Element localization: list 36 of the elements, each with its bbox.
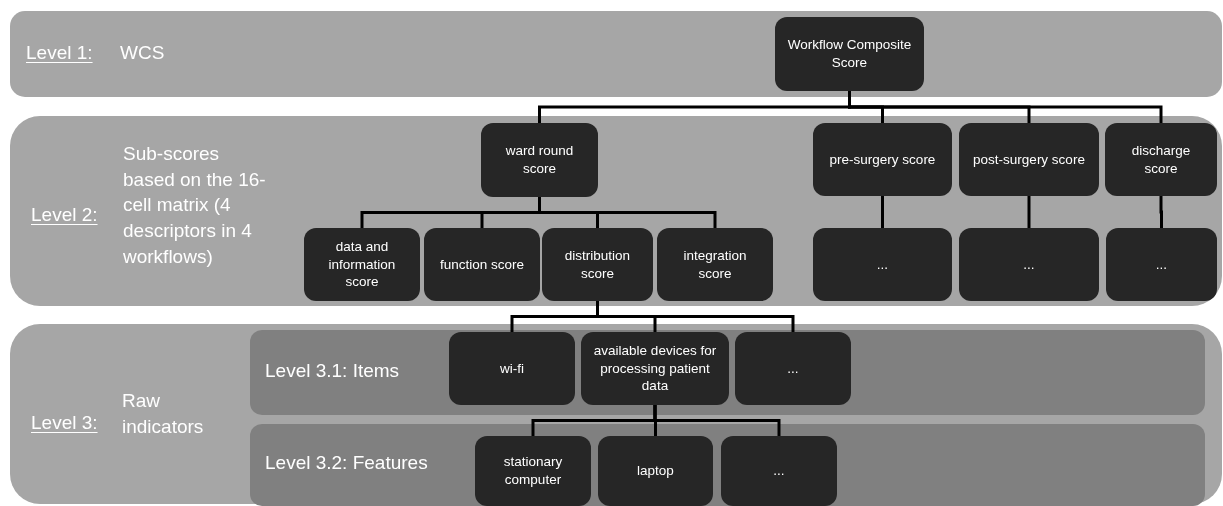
score-box: laptop (598, 436, 713, 506)
score-box: data and information score (304, 228, 420, 301)
level-description: Sub-scores based on the 16-cell matrix (4 descriptors in 4 workflows) (123, 142, 267, 269)
level-heading: Level 3.2: Features (265, 451, 428, 475)
connector-line (653, 405, 781, 436)
score-box: discharge score (1105, 123, 1217, 196)
score-box: distribution score (542, 228, 653, 301)
level-heading: Level 1: (26, 41, 93, 65)
score-box: ... (1106, 228, 1217, 301)
score-box: pre-surgery score (813, 123, 952, 196)
score-box: ward round score (481, 123, 598, 197)
level-heading: Level 3.1: Items (265, 359, 400, 383)
level-description: WCS (120, 41, 165, 65)
sub-level-band (250, 330, 1205, 415)
score-box: post-surgery score (959, 123, 1099, 196)
score-box: ... (959, 228, 1099, 301)
connector-line (881, 196, 884, 228)
connector-line (538, 197, 717, 228)
connector-line (1159, 196, 1163, 228)
score-box: stationary computer (475, 436, 591, 506)
level-description: Raw indicators (122, 389, 205, 439)
score-box: available devices for processing patient data (581, 332, 729, 405)
score-box: integration score (657, 228, 773, 301)
score-box: ... (735, 332, 851, 405)
score-box: function score (424, 228, 540, 301)
score-box: Workflow Composite Score (775, 17, 924, 91)
score-box: ... (813, 228, 952, 301)
sub-level-band (250, 424, 1205, 506)
level-band (10, 11, 1222, 97)
score-box: wi-fi (449, 332, 575, 405)
level-heading: Level 3: (31, 411, 98, 435)
level-band (10, 324, 1222, 504)
level-band (10, 116, 1222, 306)
level-heading: Level 2: (31, 203, 98, 227)
score-box: ... (721, 436, 837, 506)
connector-line (1027, 196, 1031, 228)
